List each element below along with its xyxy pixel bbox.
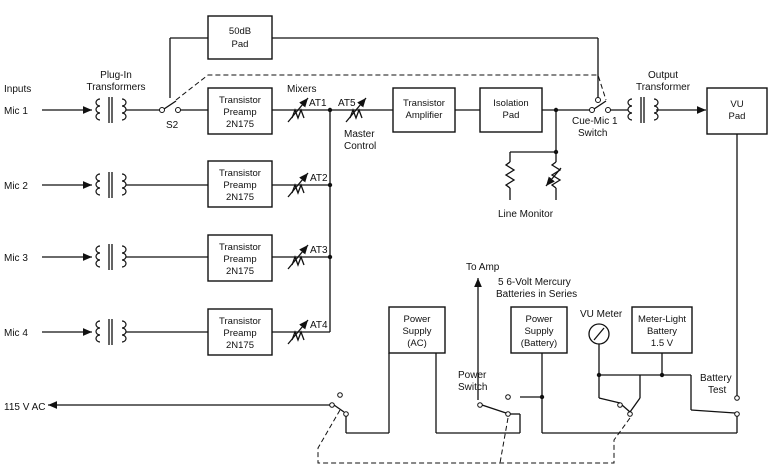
mic4-label: Mic 4 [4,328,28,339]
battery-test-label-2: Test [708,385,727,396]
mic1-label: Mic 1 [4,106,28,117]
svg-text:Supply: Supply [524,326,553,337]
svg-text:Supply: Supply [402,326,431,337]
ac-input-label: 115 V AC [4,402,46,413]
svg-text:Pad: Pad [503,110,520,121]
svg-text:Amplifier: Amplifier [406,110,443,121]
output-transformer [627,97,659,123]
line-monitor-label: Line Monitor [498,209,554,220]
plugin-transformers-label-2: Transformers [86,82,145,93]
input-transformers [95,97,127,345]
at5-symbol [349,108,363,120]
svg-text:Pad: Pad [729,111,746,122]
at2-label: AT2 [310,173,328,184]
at1-label: AT1 [309,98,327,109]
cue-mic-label-2: Switch [578,128,607,139]
svg-text:Transistor: Transistor [219,242,261,253]
to-amp-label: To Amp [466,262,500,273]
cue-mic-label-1: Cue-Mic 1 [572,116,618,127]
plugin-transformers-label-1: Plug-In [100,70,132,81]
svg-text:2N175: 2N175 [226,340,254,351]
svg-text:Isolation: Isolation [493,98,528,109]
svg-text:Transistor: Transistor [403,98,445,109]
mic-input-arrows [42,106,92,336]
attenuator-wires [272,107,333,333]
power-switch-label-1: Power [458,370,487,381]
mic2-label: Mic 2 [4,181,28,192]
svg-text:Transistor: Transistor [219,316,261,327]
mixers-label: Mixers [287,84,316,95]
svg-text:Preamp: Preamp [223,254,256,265]
svg-text:(AC): (AC) [407,338,427,349]
svg-text:Preamp: Preamp [223,180,256,191]
svg-text:2N175: 2N175 [226,192,254,203]
pad-50db-line1: 50dB [229,26,251,37]
ganged-switch-link-bottom [317,409,631,464]
svg-text:Transistor: Transistor [219,95,261,106]
preamp-2: Transistor Preamp 2N175 [207,160,273,208]
power-switches [329,353,740,434]
transistor-amplifier-box [392,87,456,133]
preamp-3: Transistor Preamp 2N175 [207,234,273,282]
svg-text:2N175: 2N175 [226,119,254,130]
output-transformer-label-1: Output [648,70,678,81]
output-transformer-label-2: Transformer [636,82,691,93]
vu-meter-icon [588,323,610,345]
s2-label: S2 [166,120,179,131]
vu-meter-label: VU Meter [580,309,623,320]
mic3-label: Mic 3 [4,253,28,264]
svg-text:VU: VU [730,99,743,110]
pad-50db-box [207,15,273,60]
svg-text:Battery: Battery [647,326,677,337]
svg-text:Preamp: Preamp [223,107,256,118]
preamp-1: Transistor Preamp 2N175 [207,87,273,135]
svg-text:(Battery): (Battery) [521,338,557,349]
secondary-wires [126,100,208,333]
batteries-label-1: 5 6-Volt Mercury [498,277,571,288]
attenuator-symbols [287,97,309,345]
preamp-4: Transistor Preamp 2N175 [207,308,273,356]
power-supply-ac-box [388,306,446,354]
svg-text:2N175: 2N175 [226,266,254,277]
master-control-label-1: Master [344,129,375,140]
svg-text:Meter-Light: Meter-Light [638,314,686,325]
batteries-label-2: Batteries in Series [496,289,577,300]
cue-mic-switch [589,97,628,113]
at4-label: AT4 [310,320,328,331]
svg-text:Power: Power [526,314,553,325]
svg-text:Transistor: Transistor [219,168,261,179]
isolation-pad-box [479,87,543,133]
power-supply-battery-box [510,306,568,354]
svg-text:Power: Power [404,314,431,325]
pad-50db-line2: Pad [232,39,249,50]
power-switch-label-2: Switch [458,382,487,393]
meter-wiring [596,344,692,410]
inputs-label: Inputs [4,84,31,95]
at3-label: AT3 [310,245,328,256]
master-control-label-2: Control [344,141,376,152]
battery-test-label-1: Battery [700,373,732,384]
line-monitor-branch [504,110,562,200]
svg-text:Preamp: Preamp [223,328,256,339]
at5-label: AT5 [338,98,356,109]
ganged-switch-link-top [175,74,607,101]
svg-text:1.5 V: 1.5 V [651,338,674,349]
